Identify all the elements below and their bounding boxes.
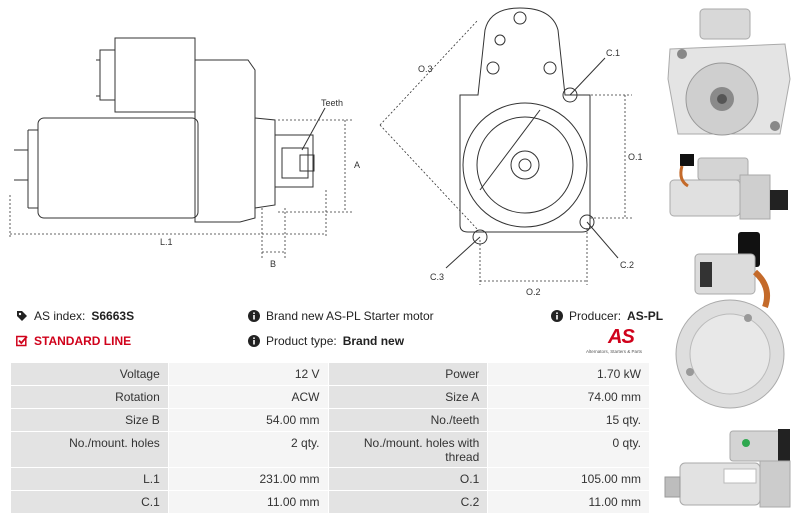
dim-l1-label: L.1 bbox=[160, 237, 173, 247]
product-type-row: Product type: Brand new bbox=[248, 334, 404, 348]
description-row: Brand new AS-PL Starter motor bbox=[248, 309, 434, 323]
tag-icon bbox=[17, 311, 27, 321]
photo-side-view[interactable] bbox=[660, 150, 800, 228]
producer-value: AS-PL bbox=[627, 309, 664, 323]
spec-label: O.1 bbox=[327, 467, 489, 491]
spec-value: 12 V bbox=[167, 362, 329, 386]
dim-o2-label: O.2 bbox=[526, 287, 541, 297]
technical-drawing: Teeth A B L.1 bbox=[0, 0, 660, 300]
product-type-label: Product type: bbox=[266, 334, 337, 348]
front-housing-circle bbox=[462, 102, 588, 228]
info-icon bbox=[551, 310, 563, 322]
logo-tagline: Alternators, Starters & Parts bbox=[586, 349, 643, 354]
info-icon bbox=[248, 335, 260, 347]
dim-o1-label: O.1 bbox=[628, 152, 643, 162]
spec-label: Size B bbox=[10, 408, 169, 432]
spec-label: No./teeth bbox=[327, 408, 489, 432]
spec-label: C.2 bbox=[327, 490, 489, 514]
photo-front-view[interactable] bbox=[660, 4, 800, 144]
drive-housing-outline bbox=[194, 59, 256, 223]
spec-value: 1.70 kW bbox=[487, 362, 650, 386]
dim-a-label: A bbox=[354, 160, 360, 170]
photo-label-view[interactable] bbox=[660, 425, 800, 520]
spec-value: 15 qty. bbox=[487, 408, 650, 432]
spec-value: 11.00 mm bbox=[167, 490, 329, 514]
standard-line-row: STANDARD LINE bbox=[16, 334, 131, 348]
spec-label: L.1 bbox=[10, 467, 169, 491]
spec-label: Rotation bbox=[10, 385, 169, 409]
spec-label: Power bbox=[327, 362, 489, 386]
dim-o3-label: O.3 bbox=[418, 64, 433, 74]
product-photos bbox=[660, 0, 800, 523]
as-index-row: AS index: S6663S bbox=[16, 309, 134, 323]
motor-body-outline bbox=[37, 117, 199, 219]
info-icon bbox=[248, 310, 260, 322]
teeth-label: Teeth bbox=[321, 98, 343, 108]
as-pl-logo: AS Alternators, Starters & Parts bbox=[586, 326, 652, 356]
spec-label: Size A bbox=[327, 385, 489, 409]
spec-value: 231.00 mm bbox=[167, 467, 329, 491]
solenoid-outline bbox=[114, 37, 196, 113]
spec-value: 54.00 mm bbox=[167, 408, 329, 432]
hole-c3-label: C.3 bbox=[430, 272, 444, 282]
hole-c1-label: C.1 bbox=[606, 48, 620, 58]
spec-label: No./mount. holes bbox=[10, 431, 169, 468]
spec-value: 0 qty. bbox=[487, 431, 650, 468]
standard-line-label: STANDARD LINE bbox=[34, 334, 132, 348]
producer-row: Producer: AS-PL bbox=[551, 309, 663, 323]
spec-value: 105.00 mm bbox=[487, 467, 650, 491]
spec-value: 74.00 mm bbox=[487, 385, 650, 409]
spec-value: ACW bbox=[167, 385, 329, 409]
spec-label: C.1 bbox=[10, 490, 169, 514]
checkbox-checked-icon bbox=[16, 335, 28, 347]
spec-label: No./mount. holes with thread bbox=[327, 431, 489, 468]
product-description: Brand new AS-PL Starter motor bbox=[266, 309, 434, 323]
as-index-label: AS index: bbox=[34, 309, 86, 323]
logo-mark: AS bbox=[608, 326, 635, 348]
spec-label: Voltage bbox=[10, 362, 169, 386]
front-flange-outline bbox=[459, 7, 591, 233]
dim-b-label: B bbox=[270, 259, 276, 269]
product-type-value: Brand new bbox=[342, 334, 405, 348]
producer-label: Producer: bbox=[569, 309, 622, 323]
starter-diagram: Teeth A B L.1 bbox=[9, 7, 643, 297]
spec-value: 11.00 mm bbox=[487, 490, 650, 514]
hole-c2-label: C.2 bbox=[620, 260, 634, 270]
photo-rear-view[interactable] bbox=[660, 232, 800, 422]
as-index-value: S6663S bbox=[91, 309, 135, 323]
spec-value: 2 qty. bbox=[167, 431, 329, 468]
